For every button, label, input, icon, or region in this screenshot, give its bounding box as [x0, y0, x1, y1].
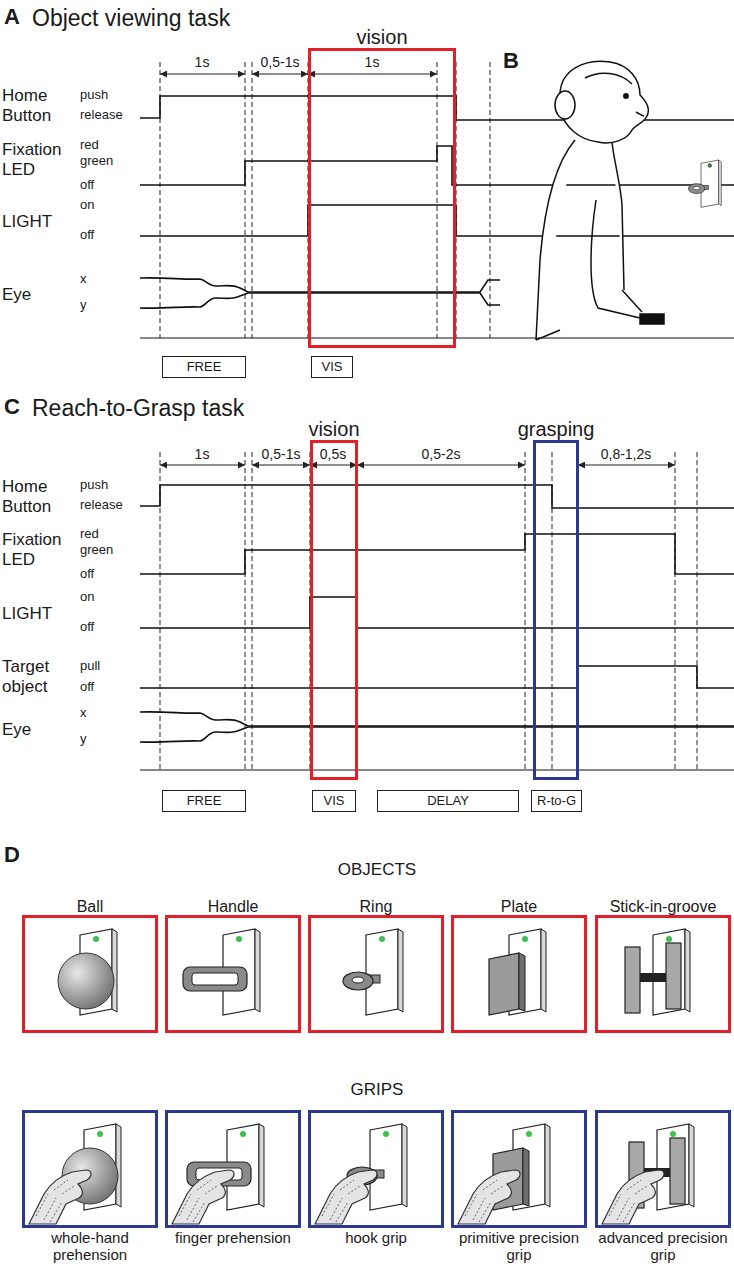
- level-label: off: [80, 620, 94, 635]
- level-label: release: [80, 108, 123, 123]
- grip-panel: finger prehension: [165, 1110, 301, 1228]
- level-label: off: [80, 228, 94, 243]
- level-label: x: [80, 706, 87, 721]
- box-text: VIS: [322, 360, 343, 375]
- section-heading: GRIPS: [349, 1080, 406, 1100]
- grip-panel: whole-hand prehension: [22, 1110, 158, 1228]
- box-text: FREE: [187, 360, 222, 375]
- row-label: LIGHT: [2, 212, 52, 232]
- grip-caption: hook grip: [311, 1229, 441, 1246]
- box-heading: Plate: [501, 898, 537, 916]
- phase-window: vision: [310, 440, 358, 780]
- grip-panel: advanced precision grip: [595, 1110, 731, 1228]
- panel-letter: B: [503, 48, 519, 73]
- epoch-box: FREE: [162, 356, 246, 378]
- section-heading: OBJECTS: [336, 860, 418, 880]
- box-heading: Ring: [360, 898, 393, 916]
- row-label: Fixation LED: [2, 140, 74, 179]
- level-label: green: [80, 543, 113, 558]
- signal-traces-c: [140, 485, 734, 770]
- level-label: off: [80, 680, 94, 695]
- box-text: DELAY: [427, 794, 469, 809]
- level-label: pull: [80, 659, 100, 674]
- level-label: off: [80, 567, 94, 582]
- grip-caption: finger prehension: [168, 1229, 298, 1246]
- interval-label: 0,8-1,2s: [599, 446, 654, 462]
- interval-label: 1s: [193, 446, 212, 462]
- timing-arrows-a: [160, 74, 437, 75]
- interval-label: 0,5s: [318, 446, 348, 462]
- row-label: Eye: [2, 720, 31, 740]
- epoch-box: R-to-G: [531, 790, 582, 812]
- level-label: red: [80, 138, 99, 153]
- level-label: y: [80, 298, 87, 313]
- row-label: LIGHT: [2, 604, 52, 624]
- row-label: Home Button: [2, 477, 62, 516]
- dashed-markers-a: [160, 62, 490, 338]
- interval-label: 1s: [363, 54, 382, 70]
- epoch-box: FREE: [162, 790, 246, 812]
- level-label: push: [80, 478, 108, 493]
- box-heading: vision: [356, 26, 407, 49]
- level-label: x: [80, 272, 87, 287]
- level-label: push: [80, 88, 108, 103]
- level-label: green: [80, 154, 113, 169]
- interval-label: 0,5-1s: [260, 446, 303, 462]
- object-panel: Stick-in-groove: [595, 915, 731, 1033]
- level-label: off: [80, 178, 94, 193]
- level-label: release: [80, 498, 123, 513]
- phase-window: grasping: [533, 440, 579, 780]
- box-text: VIS: [324, 794, 345, 809]
- grip-panel: primitive precision grip: [451, 1110, 587, 1228]
- grip-caption: whole-hand prehension: [25, 1229, 155, 1264]
- object-panel: Ring: [308, 915, 444, 1033]
- grip-caption: primitive precision grip: [454, 1229, 584, 1264]
- box-heading: Handle: [208, 898, 259, 916]
- interval-label: 0,5-1s: [259, 54, 302, 70]
- box-heading: Ball: [77, 898, 104, 916]
- monkey-illustration: [536, 61, 721, 340]
- row-label: Fixation LED: [2, 530, 74, 569]
- box-heading: grasping: [518, 418, 595, 441]
- box-text: R-to-G: [537, 794, 576, 809]
- row-label: Home Button: [2, 86, 62, 125]
- grip-panel: hook grip: [308, 1110, 444, 1228]
- object-panel: Handle: [165, 915, 301, 1033]
- box-heading: Stick-in-groove: [610, 898, 717, 916]
- object-panel: Plate: [451, 915, 587, 1033]
- panel-title: Reach-to-Grasp task: [32, 395, 244, 421]
- row-label: Target object: [2, 657, 64, 696]
- panel-letter: C: [4, 394, 20, 419]
- level-label: red: [80, 527, 99, 542]
- panel-letter: A: [4, 4, 20, 29]
- box-text: FREE: [187, 794, 222, 809]
- epoch-box: VIS: [311, 356, 353, 378]
- interval-label: 0,5-2s: [420, 446, 463, 462]
- panel-letter: D: [4, 842, 20, 867]
- object-panel: Ball: [22, 915, 158, 1033]
- box-heading: vision: [308, 418, 359, 441]
- signal-traces-a: [140, 96, 734, 338]
- phase-window: vision: [308, 48, 456, 348]
- panel-title: Object viewing task: [32, 5, 230, 31]
- interval-label: 1s: [193, 54, 212, 70]
- grip-caption: advanced precision grip: [598, 1229, 728, 1264]
- epoch-box: DELAY: [377, 790, 519, 812]
- level-label: on: [80, 198, 94, 213]
- epoch-box: VIS: [312, 790, 356, 812]
- level-label: y: [80, 732, 87, 747]
- level-label: on: [80, 590, 94, 605]
- row-label: Eye: [2, 285, 31, 305]
- timing-arrows-c: [160, 465, 675, 466]
